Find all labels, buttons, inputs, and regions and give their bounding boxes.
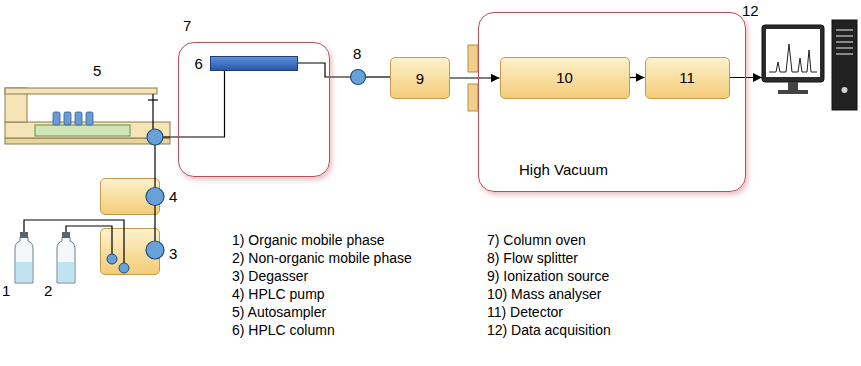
flow-tube [154,150,155,178]
aqueous-solvent-bottle: 2 [56,232,76,284]
hplc-pump: 4 [100,178,160,215]
callout-number: 3 [169,245,177,262]
bottle-body [15,237,33,283]
chromatogram-trace [769,44,817,72]
legend-entry: 6) HPLC column [232,322,335,339]
callout-number: 7 [183,17,191,34]
bottle-cap [20,232,28,238]
region-label: High Vacuum [519,161,608,178]
degasser: 3 [100,228,160,275]
detector: 11 [645,57,730,99]
solvent-line [111,228,112,254]
callout-number: 5 [93,62,101,79]
flow-tube [298,63,351,77]
bottle-liquid [58,262,74,282]
legend-entry: 1) Organic mobile phase [232,232,385,249]
bottle-cap [62,232,70,238]
hplc-column: 6 [210,56,298,71]
legend-entry: 10) Mass analyser [487,286,601,303]
splitter-circle [351,70,366,85]
sample-vial [75,112,82,125]
sample-tray [35,125,130,136]
callout-number: 9 [416,70,424,87]
organic-solvent-bottle-drawing [14,232,34,284]
autosampler: 5 [5,88,170,150]
injection-valve [147,129,163,145]
column-oven: 76 [178,42,330,177]
degasser-chamber [119,263,129,273]
degasser-chamber [107,254,117,264]
computer-tower [832,20,857,110]
flow-splitter-drawing [350,69,366,85]
monitor-base [778,90,808,94]
drive-bay [836,41,853,42]
callout-number: 11 [679,69,695,86]
organic-solvent-bottle: 1 [14,232,34,284]
legend-entry: 3) Degasser [232,268,308,285]
drive-bay [836,35,853,36]
signal-arrow [630,77,645,78]
flow-line [154,228,155,241]
data-acquisition-computer-drawing [762,20,858,112]
hplc-pump-drawing [100,178,160,215]
bottle-liquid [16,262,32,282]
inlet-slit [468,45,478,72]
monitor-stand [788,82,798,90]
legend-entry: 2) Non-organic mobile phase [232,250,412,267]
monitor-screen [766,29,820,77]
callout-number: 4 [169,188,177,205]
injection-needle [152,94,153,129]
solvent-line [123,228,124,263]
callout-number: 1 [2,282,10,299]
drive-bay [836,29,853,30]
sampler-arm [5,88,157,94]
data-acquisition-computer: 12 [762,20,858,112]
legend-entry: 5) Autosampler [232,304,326,321]
legend-entry: 7) Column oven [487,232,586,249]
degasser-drawing [100,228,160,275]
legend-entry: 12) Data acquisition [487,322,611,339]
sample-vial [64,112,71,125]
sample-vial [86,112,93,125]
drive-bay [836,53,853,54]
callout-number: 12 [742,2,759,19]
autosampler-drawing [5,88,170,150]
callout-number: 10 [556,69,573,86]
signal-arrow [450,77,500,78]
high-vacuum-region: High Vacuum 10 11 [478,12,746,192]
flow-tube [366,76,390,77]
power-button [842,87,848,93]
aqueous-solvent-bottle-drawing [56,232,76,284]
callout-number: 6 [195,55,203,72]
flow-splitter: 8 [350,69,366,85]
drive-bay [836,47,853,48]
callout-number: 2 [44,282,52,299]
needle-holder [148,99,158,100]
sample-vial [53,112,60,125]
ionization-source: 9 [390,57,450,99]
inlet-slit [468,84,478,111]
mass-analyser: 10 [500,57,630,99]
flow-line [163,136,170,137]
bottle-body [57,237,75,283]
flow-tube [154,215,155,228]
flow-line [154,145,155,150]
pump-head [146,188,164,206]
legend-entry: 4) HPLC pump [232,286,325,303]
legend-entry: 9) Ionization source [487,268,609,285]
callout-number: 8 [353,45,361,62]
sampler-foot [5,138,170,144]
legend-entry: 11) Detector [487,304,563,321]
monitor-frame [762,25,824,82]
degasser-outlet [146,241,164,259]
legend-entry: 8) Flow splitter [487,250,578,267]
